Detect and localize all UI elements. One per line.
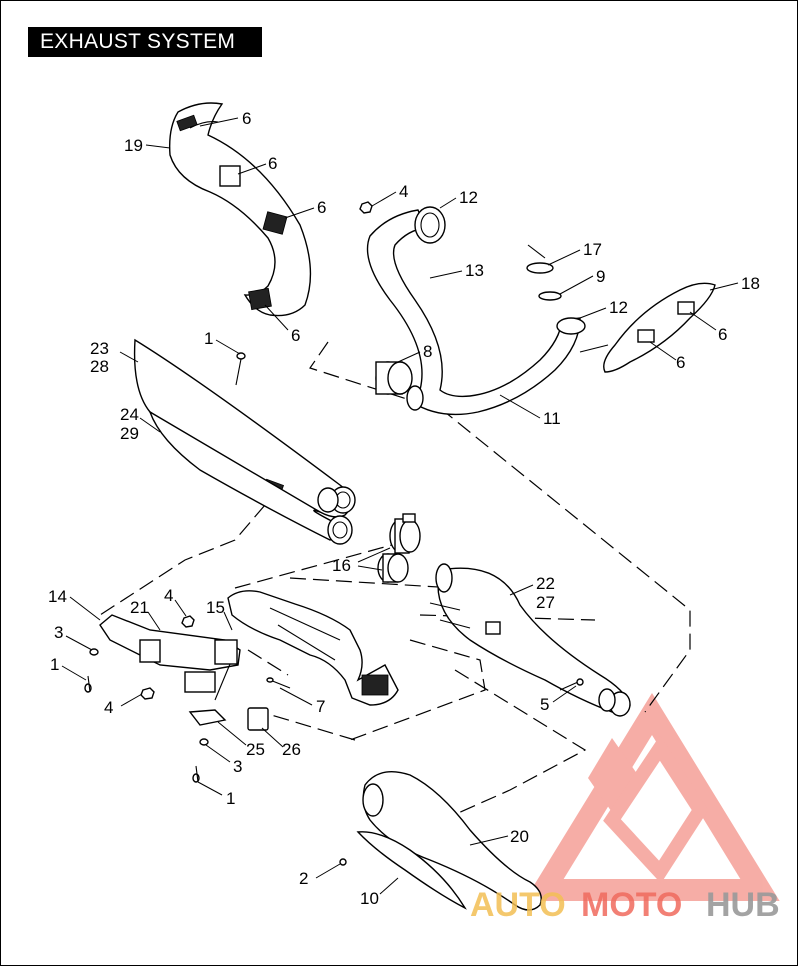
watermark-text: AUTO MOTO HUB <box>470 886 780 924</box>
callout-5: 5 <box>540 695 549 714</box>
muffler-upper-23 <box>133 338 356 518</box>
bolt-1-top <box>235 352 246 386</box>
callout-2: 2 <box>299 869 308 888</box>
bracket-25 <box>188 709 227 726</box>
callout-6: 6 <box>242 109 251 128</box>
callout-12: 12 <box>459 188 478 207</box>
bolt-1-bottom <box>192 765 200 783</box>
gasket-9 <box>538 291 562 301</box>
callout-10: 10 <box>360 889 379 908</box>
heat-shield-18 <box>579 282 716 373</box>
callout-6: 6 <box>317 198 326 217</box>
callout-3: 3 <box>233 757 242 776</box>
callout-8: 8 <box>423 342 432 361</box>
callout-6: 6 <box>718 325 727 344</box>
muffler-lower-24 <box>148 410 353 545</box>
washer-3-bottom <box>199 738 209 746</box>
callouts: 6 19 6 6 6 4 12 13 17 9 18 12 6 6 1 23 2… <box>48 109 760 908</box>
callout-24: 24 <box>120 405 139 424</box>
bracket-21 <box>99 614 241 701</box>
callout-1: 1 <box>226 789 235 808</box>
callout-15: 15 <box>206 598 225 617</box>
head-pipe-13 <box>366 206 586 416</box>
gasket-17 <box>526 244 554 274</box>
washer-3-left <box>89 648 99 656</box>
callout-18: 18 <box>741 274 760 293</box>
callout-28: 28 <box>90 357 109 376</box>
callout-12: 12 <box>609 298 628 317</box>
callout-21: 21 <box>130 598 149 617</box>
callout-27: 27 <box>536 593 555 612</box>
callout-4: 4 <box>399 182 408 201</box>
bolt-1-left <box>84 675 92 693</box>
bolt-5 <box>559 678 584 691</box>
callout-26: 26 <box>282 740 301 759</box>
pin-7 <box>266 677 291 689</box>
callout-6: 6 <box>268 154 277 173</box>
watermark-moto: MOTO <box>581 886 682 924</box>
callout-20: 20 <box>510 827 529 846</box>
callout-3: 3 <box>54 623 63 642</box>
callout-4: 4 <box>164 586 173 605</box>
leader-lines <box>61 117 739 895</box>
bushing-26 <box>247 707 269 731</box>
callout-16: 16 <box>332 556 351 575</box>
callout-6: 6 <box>676 353 685 372</box>
nut-4-upper-pipe <box>359 201 373 214</box>
callout-4: 4 <box>104 698 113 717</box>
heat-shield-19 <box>168 102 312 317</box>
muffler-rear-22 <box>429 563 631 717</box>
screw-2 <box>339 858 347 866</box>
callout-19: 19 <box>124 136 143 155</box>
callout-29: 29 <box>120 424 139 443</box>
callout-11: 11 <box>543 409 561 428</box>
callout-14: 14 <box>48 587 67 606</box>
bracket-15 <box>227 590 399 706</box>
watermark-logo <box>524 692 780 901</box>
callout-22: 22 <box>536 574 555 593</box>
clamp-8 <box>375 361 413 395</box>
nut-4-top <box>181 615 195 628</box>
callout-9: 9 <box>596 267 605 286</box>
watermark-auto: AUTO <box>470 886 566 924</box>
callout-13: 13 <box>465 261 484 280</box>
page-title: EXHAUST SYSTEM <box>28 27 262 57</box>
nut-4-mid <box>140 687 155 700</box>
callout-7: 7 <box>316 697 325 716</box>
callout-1: 1 <box>50 655 59 674</box>
clamps-16 <box>377 513 421 583</box>
watermark-hub: HUB <box>706 886 780 924</box>
heat-shield-10 <box>356 831 467 910</box>
callout-6: 6 <box>291 326 300 345</box>
callout-25: 25 <box>246 740 265 759</box>
callout-23: 23 <box>90 339 109 358</box>
callout-1: 1 <box>204 329 213 348</box>
callout-17: 17 <box>583 240 602 259</box>
